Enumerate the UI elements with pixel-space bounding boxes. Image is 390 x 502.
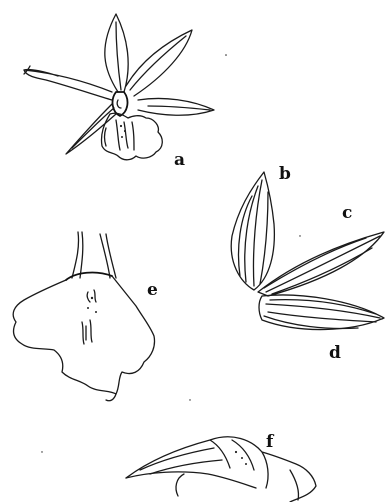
label-b: b [279, 166, 291, 183]
figure-d-sepal [259, 295, 384, 330]
figure-e-lip [13, 232, 154, 401]
figure-f-sideview [126, 437, 316, 502]
label-f: f [266, 434, 273, 451]
figure-a-flower [24, 14, 214, 160]
label-d: d [329, 345, 341, 362]
figure-b-sepal [231, 172, 274, 290]
label-e: e [147, 282, 158, 299]
label-c: c [342, 205, 352, 222]
flower-lip [101, 113, 162, 160]
label-a: a [174, 152, 185, 169]
left-petal [24, 69, 112, 92]
flower-column [113, 92, 128, 116]
paper-specks [41, 54, 300, 452]
figure-c-sepal [258, 232, 384, 296]
